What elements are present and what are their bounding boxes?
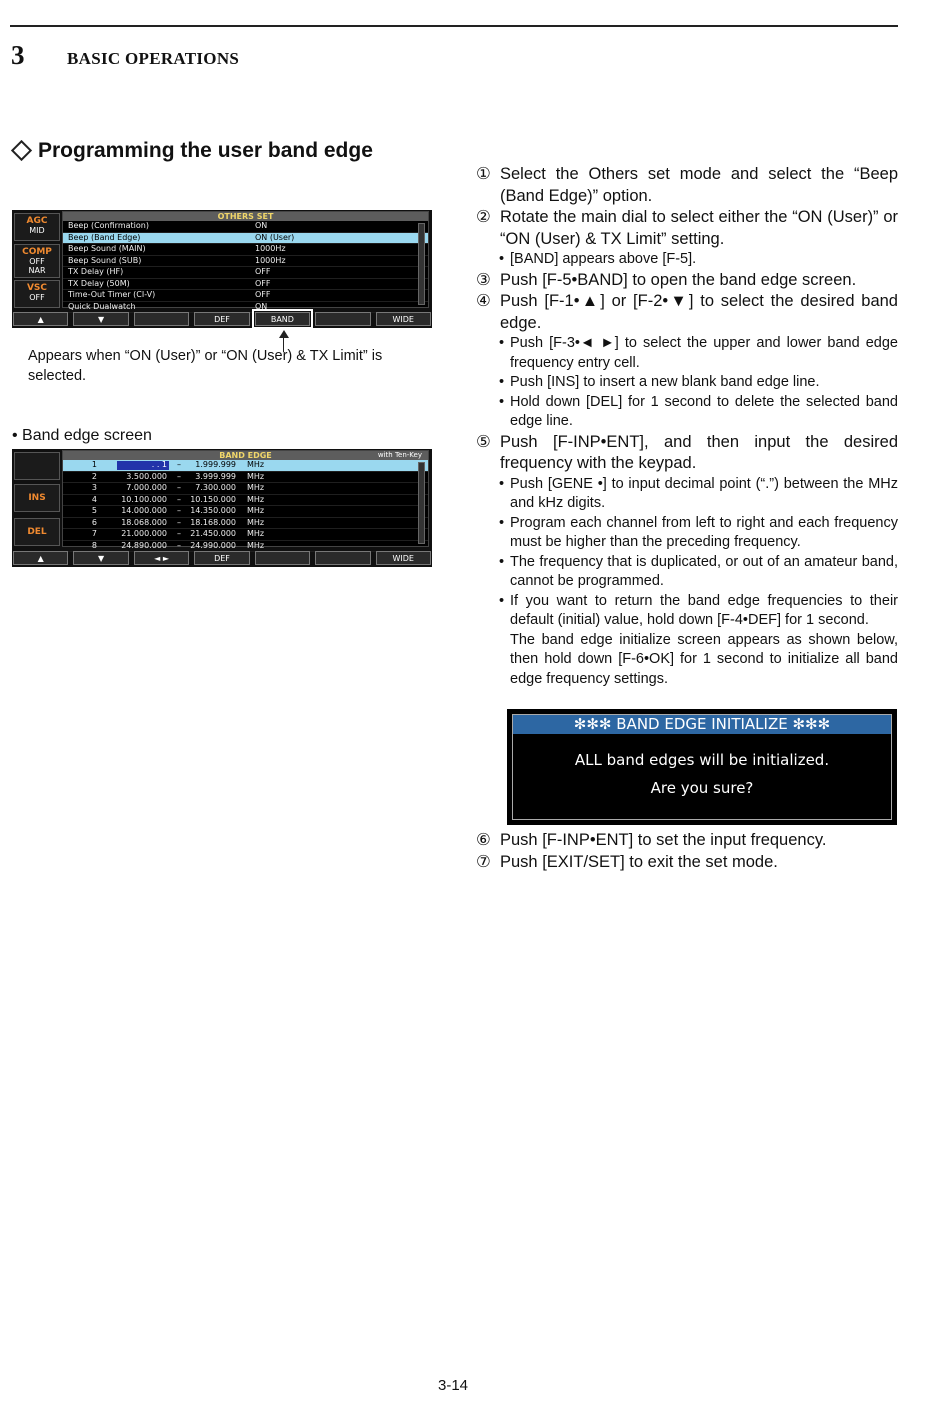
chapter-title: BASIC OPERATIONS — [67, 49, 240, 68]
fkey-1: ▲ — [13, 312, 69, 326]
scrollbar — [418, 462, 425, 544]
side-key-value: NAR — [28, 266, 46, 275]
scrollbar — [418, 223, 425, 305]
pointer-arrow-icon — [279, 330, 289, 338]
header-rule — [10, 25, 898, 27]
fkey-6 — [315, 312, 371, 326]
others-set-list: OTHERS SET Beep (Confirmation)ON Beep (B… — [62, 211, 429, 313]
initialize-title: ✻✻✻ BAND EDGE INITIALIZE ✻✻✻ — [513, 715, 891, 734]
others-set-title: OTHERS SET — [63, 212, 428, 221]
step-note: •Push [INS] to insert a new blank band e… — [499, 374, 820, 390]
entry-cursor: . . 1 — [117, 460, 169, 470]
chapter-number: 3 — [11, 40, 25, 70]
set-row: Beep Sound (MAIN)1000Hz — [63, 244, 428, 256]
side-key-vsc: VSC OFF — [14, 280, 60, 308]
band-edge-screen-label: • Band edge screen — [12, 427, 152, 444]
step-note: •The frequency that is duplicated, or ou… — [499, 553, 898, 590]
pointer-line — [283, 336, 284, 352]
set-row: TX Delay (HF)OFF — [63, 267, 428, 279]
fkey-1: ▲ — [13, 551, 69, 565]
section-title: Programming the user band edge — [10, 139, 373, 163]
fkey-4: DEF — [194, 312, 250, 326]
fkey-2: ▼ — [73, 551, 129, 565]
fkey-5 — [254, 551, 311, 565]
set-row: Time-Out Timer (CI-V)OFF — [63, 290, 428, 302]
side-key-value: OFF — [29, 257, 45, 266]
fkey-3: ◄ ► — [133, 551, 190, 565]
fkey-4: DEF — [194, 551, 250, 565]
set-row: Beep (Confirmation)ON — [63, 221, 428, 233]
screen-caption: Appears when “ON (User)” or “ON (User) &… — [28, 348, 383, 384]
fkey-3 — [133, 312, 190, 326]
step-note: •Push [GENE •] to input decimal point (“… — [499, 475, 898, 512]
band-edge-initialize-screen: ✻✻✻ BAND EDGE INITIALIZE ✻✻✻ ALL band ed… — [507, 709, 897, 825]
set-row: TX Delay (50M)OFF — [63, 279, 428, 290]
side-key-value: MID — [29, 226, 45, 235]
side-key-label: AGC — [26, 216, 48, 226]
set-row-selected: Beep (Band Edge)ON (User) — [63, 232, 428, 244]
step-note-continued: The band edge initialize screen appears … — [510, 631, 898, 687]
set-row: Beep Sound (SUB)1000Hz — [63, 256, 428, 267]
ten-key-label: with Ten-Key — [377, 451, 422, 459]
side-key-ins: INS — [14, 484, 60, 512]
fkey-7: WIDE — [375, 312, 431, 326]
fkey-5-band: BAND — [251, 309, 314, 329]
side-key-agc: AGC MID — [14, 213, 60, 241]
step-note: •Hold down [DEL] for 1 second to delete … — [499, 393, 898, 430]
side-key-del: DEL — [14, 518, 60, 546]
diamond-icon — [10, 139, 33, 162]
side-key-label: VSC — [26, 283, 48, 293]
fkey-2: ▼ — [73, 312, 129, 326]
others-set-screen: AGC MID COMP OFF NAR VSC OFF OTHERS SET … — [12, 210, 432, 329]
step-note: •Program each channel from left to right… — [499, 514, 898, 551]
function-keys: ▲ ▼ ◄ ► DEF WIDE — [13, 551, 431, 565]
fkey-6 — [315, 551, 371, 565]
section-title-text: Programming the user band edge — [38, 139, 373, 162]
step-note: •Push [F-3•◄ ►] to select the upper and … — [499, 335, 898, 371]
fkey-7: WIDE — [375, 551, 431, 565]
step-note: •[BAND] appears above [F-5]. — [499, 251, 697, 267]
side-key-value: OFF — [29, 293, 45, 302]
side-key-comp: COMP OFF NAR — [14, 244, 60, 278]
side-key-label: COMP — [22, 247, 52, 257]
step-note: •If you want to return the band edge fre… — [499, 592, 898, 629]
side-key-blank — [14, 452, 60, 480]
function-keys: ▲ ▼ DEF BAND WIDE — [13, 309, 431, 329]
page-number: 3-14 — [438, 1377, 469, 1394]
initialize-confirm: Are you sure? — [650, 779, 754, 797]
initialize-message: ALL band edges will be initialized. — [574, 751, 830, 769]
